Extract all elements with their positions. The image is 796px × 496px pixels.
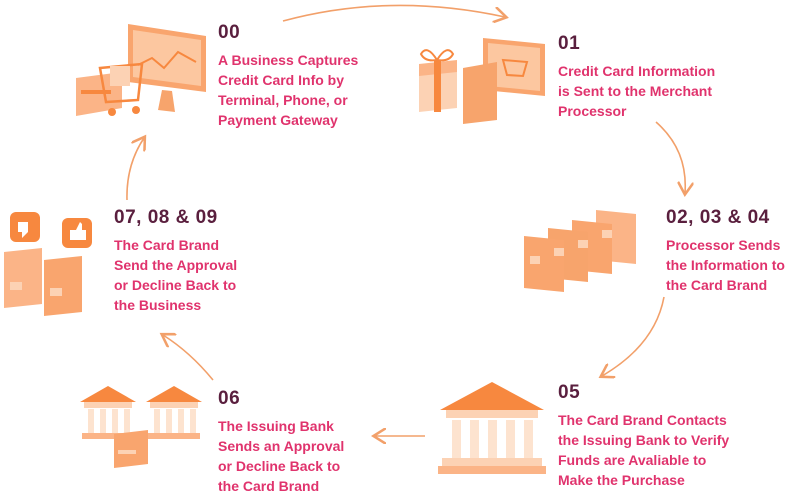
step-number: 00	[218, 22, 241, 43]
step-description: Credit Card Information is Sent to the M…	[558, 63, 716, 119]
banks-icon	[80, 386, 202, 468]
step-07-08-09: 07, 08 & 09 The Card Brand Send the Appr…	[114, 207, 237, 315]
step-05: 05 The Card Brand Contacts the Issuing B…	[558, 382, 729, 490]
step-description: The Card Brand Send the Approval or Decl…	[114, 237, 238, 313]
step-01: 01 Credit Card Information is Sent to th…	[558, 33, 715, 121]
credit-cards-icon	[524, 210, 636, 292]
step-number: 01	[558, 33, 581, 54]
step-number: 07, 08 & 09	[114, 207, 218, 228]
step-description: A Business Captures Credit Card Info by …	[218, 52, 359, 128]
gift-laptop-icon	[419, 38, 545, 124]
step-number: 05	[558, 382, 581, 403]
thumbs-cards-icon	[4, 212, 92, 316]
arrow-00-to-01	[282, 4, 505, 21]
computer-cart-icon	[76, 24, 206, 116]
step-description: The Card Brand Contacts the Issuing Bank…	[558, 412, 730, 488]
step-number: 02, 03 & 04	[666, 207, 770, 228]
arrow-07-to-00	[126, 138, 144, 201]
step-description: The Issuing Bank Sends an Approval or De…	[218, 418, 345, 494]
step-number: 06	[218, 388, 241, 409]
step-00: 00 A Business Captures Credit Card Info …	[218, 22, 358, 130]
bank-icon	[438, 382, 546, 474]
step-description: Processor Sends the Information to the C…	[666, 237, 785, 293]
step-06: 06 The Issuing Bank Sends an Approval or…	[218, 388, 344, 496]
arrow-01-to-02	[655, 121, 685, 193]
arrow-06-to-07	[163, 335, 214, 381]
step-02-03-04: 02, 03 & 04 Processor Sends the Informat…	[666, 207, 785, 295]
arrow-02-to-05	[602, 296, 665, 376]
